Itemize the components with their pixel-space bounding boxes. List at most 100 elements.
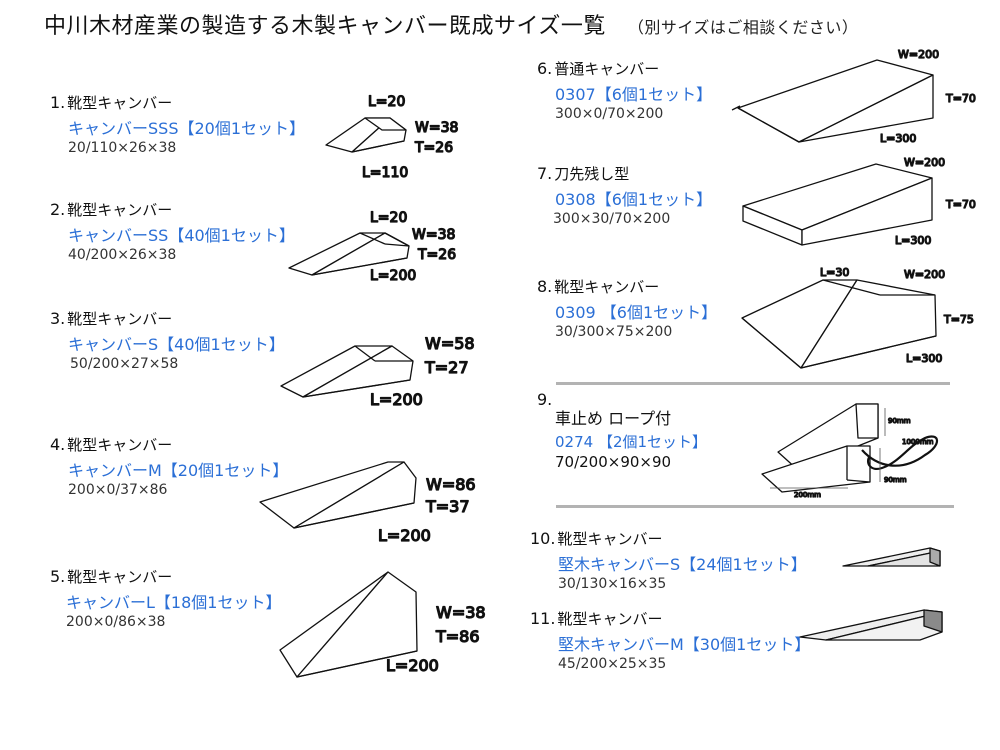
camber-shape-5: [279, 571, 418, 678]
item-dims: 200×0/86×38: [66, 614, 166, 630]
item-product: キャンバーSS【40個1セット】: [68, 226, 295, 245]
item-type: 靴型キャンバー: [67, 94, 173, 112]
section-divider: [556, 382, 950, 385]
item-product: キャンバーSSS【20個1セット】: [68, 119, 306, 138]
dim-label: T=26: [414, 140, 453, 156]
item-product: 0274 【2個1セット】: [555, 433, 708, 451]
item-number: 10.: [530, 529, 556, 548]
item-product: キャンバーL【18個1セット】: [66, 593, 282, 612]
item-product: 堅木キャンバーS【24個1セット】: [558, 555, 807, 574]
camber-shape-3: [280, 345, 414, 398]
list-item-5: 5.靴型キャンバー キャンバーL【18個1セット】 200×0/86×38: [50, 566, 281, 630]
dim-label: 90mm: [884, 476, 907, 484]
item-dims: 300×0/70×200: [555, 106, 664, 122]
dim-label: 90mm: [888, 417, 911, 425]
dim-label: L=20: [370, 210, 407, 226]
item-product: 0309 【6個1セット】: [555, 303, 718, 322]
item-number: 8.: [537, 277, 553, 296]
section-divider: [556, 505, 954, 508]
item-product: キャンバーS【40個1セット】: [68, 335, 285, 354]
item-number: 1.: [50, 93, 66, 112]
item-dims: 20/110×26×38: [68, 140, 177, 156]
dim-label: L=300: [880, 132, 916, 145]
camber-shape-2: [288, 232, 410, 276]
dim-label: L=200: [370, 268, 416, 284]
dim-label: T=37: [425, 497, 470, 516]
camber-shape-8: [741, 279, 937, 369]
camber-shape-6: [731, 59, 934, 143]
item-number: 3.: [50, 309, 66, 328]
item-number: 5.: [50, 567, 66, 586]
dim-label: T=75: [943, 313, 974, 326]
dim-label: W=200: [898, 48, 939, 61]
item-type: 靴型キャンバー: [67, 310, 173, 328]
dim-label: T=86: [435, 627, 480, 646]
item-dims: 30/300×75×200: [555, 324, 673, 340]
dim-label: W=58: [425, 334, 475, 353]
dim-label: 1000mm: [902, 438, 934, 446]
list-item-4: 4.靴型キャンバー キャンバーM【20個1セット】 200×0/37×86: [50, 434, 288, 498]
dim-label: 200mm: [794, 491, 821, 499]
dim-label: W=38: [412, 227, 455, 243]
item-type: 靴型キャンバー: [67, 436, 173, 454]
dim-label: W=38: [436, 603, 486, 622]
page-subtitle: （別サイズはご相談ください）: [627, 18, 859, 37]
dim-label: L=110: [362, 165, 408, 181]
item-type: 靴型キャンバー: [557, 610, 663, 628]
item-number: 6.: [537, 59, 553, 78]
item-number: 4.: [50, 435, 66, 454]
item-dims: 40/200×26×38: [68, 247, 177, 263]
camber-shape-1: [325, 117, 407, 153]
dim-label: L=300: [906, 352, 942, 365]
item-dims: 30/130×16×35: [558, 576, 667, 592]
item-type: 普通キャンバー: [554, 60, 660, 78]
item-number: 9.: [537, 390, 553, 409]
camber-shape-4: [259, 461, 417, 529]
dim-label: L=30: [820, 266, 849, 279]
dim-label: W=200: [904, 268, 945, 281]
item-number: 2.: [50, 200, 66, 219]
list-item-11: 11.靴型キャンバー 堅木キャンバーM【30個1セット】 45/200×25×3…: [530, 608, 810, 672]
camber-shape-11: [799, 609, 943, 641]
dim-label: W=38: [415, 120, 458, 136]
item-dims: 70/200×90×90: [555, 453, 672, 471]
item-number: 11.: [530, 609, 556, 628]
item-dims: 45/200×25×35: [558, 656, 667, 672]
page-title: 中川木材産業の製造する木製キャンバー既成サイズ一覧 （別サイズはご相談ください）: [44, 8, 858, 40]
item-type: 靴型キャンバー: [67, 201, 173, 219]
dim-label: T=26: [417, 247, 456, 263]
dim-label: L=20: [368, 94, 405, 110]
item-type: 靴型キャンバー: [67, 568, 173, 586]
list-item-7: 7.刀先残し型 0308【6個1セット】 300×30/70×200: [537, 163, 712, 227]
list-item-8: 8.靴型キャンバー 0309 【6個1セット】 30/300×75×200: [537, 276, 717, 340]
dim-label: W=86: [426, 475, 476, 494]
dim-label: W=200: [904, 156, 945, 169]
dim-label: T=70: [945, 198, 976, 211]
page-title-text: 中川木材産業の製造する木製キャンバー既成サイズ一覧: [44, 14, 606, 39]
item-type: 車止め ロープ付: [555, 409, 672, 428]
item-dims: 300×30/70×200: [553, 211, 671, 227]
item-type: 靴型キャンバー: [554, 278, 660, 296]
rope-icon: [861, 435, 939, 470]
dim-label: L=300: [895, 234, 931, 247]
list-item-10: 10.靴型キャンバー 堅木キャンバーS【24個1セット】 30/130×16×3…: [530, 528, 807, 592]
dim-label: T=70: [945, 92, 976, 105]
item-number: 7.: [537, 164, 553, 183]
dim-label: L=200: [378, 526, 431, 545]
item-product: 0308【6個1セット】: [555, 190, 713, 209]
dim-label: L=200: [370, 390, 423, 409]
list-item-9: 9. 車止め ロープ付 0274 【2個1セット】 70/200×90×90: [537, 390, 707, 471]
item-type: 刀先残し型: [554, 165, 630, 183]
list-item-2: 2.靴型キャンバー キャンバーSS【40個1セット】 40/200×26×38: [50, 199, 295, 263]
item-dims: 200×0/37×86: [68, 482, 168, 498]
list-item-6: 6.普通キャンバー 0307【6個1セット】 300×0/70×200: [537, 58, 712, 122]
item-dims: 50/200×27×58: [70, 356, 179, 372]
camber-shape-7: [742, 163, 933, 246]
dim-label: T=27: [424, 358, 469, 377]
camber-shape-10: [842, 547, 941, 567]
list-item-3: 3.靴型キャンバー キャンバーS【40個1セット】 50/200×27×58: [50, 308, 285, 372]
item-type: 靴型キャンバー: [557, 530, 663, 548]
list-item-1: 1.靴型キャンバー キャンバーSSS【20個1セット】 20/110×26×38: [50, 92, 305, 156]
item-product: 0307【6個1セット】: [555, 85, 713, 104]
